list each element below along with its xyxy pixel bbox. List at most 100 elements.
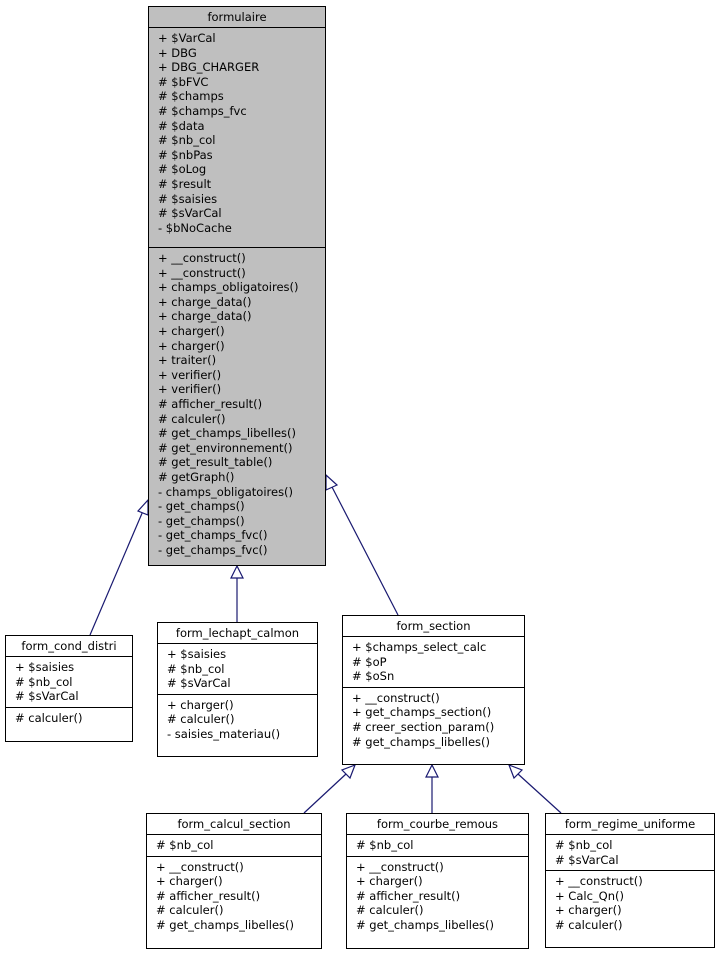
class-name: form_section — [343, 616, 524, 637]
class-formulaire[interactable]: formulaire + $VarCal+ DBG+ DBG_CHARGER# … — [148, 6, 326, 566]
method-line: + __construct() — [555, 874, 643, 889]
method-line: # get_environnement() — [158, 440, 293, 455]
attributes-section: + $saisies# $nb_col# $sVarCal — [158, 644, 317, 694]
attribute-line: # $nb_col — [555, 838, 613, 852]
attributes-section: # $nb_col# $sVarCal — [546, 835, 714, 870]
edge-section — [331, 486, 399, 616]
edge-calcul-section — [303, 773, 347, 814]
attribute-line: # $bFVC — [158, 74, 209, 89]
edge-regime-uniforme — [517, 773, 562, 814]
attribute-line: # $sVarCal — [167, 676, 231, 691]
attribute-line: + DBG — [158, 45, 197, 60]
methods-section: + __construct()+ charger()# afficher_res… — [147, 855, 321, 936]
method-line: + verifier() — [158, 367, 222, 382]
method-line: + charger() — [158, 338, 225, 353]
method-line: # calculer() — [156, 903, 224, 918]
method-line: # get_champs_libelles() — [156, 917, 295, 932]
attribute-line: + DBG_CHARGER — [158, 60, 260, 75]
method-line: - get_champs_fvc() — [158, 528, 268, 543]
attribute-line: # $data — [158, 118, 205, 133]
method-line: + charger() — [156, 874, 223, 889]
method-line: - get_champs() — [158, 499, 245, 514]
arrow-head — [425, 763, 439, 778]
class-form-lechapt-calmon[interactable]: form_lechapt_calmon + $saisies# $nb_col#… — [157, 622, 318, 757]
class-name: form_regime_uniforme — [546, 814, 714, 835]
attribute-line: # $champs — [158, 89, 224, 104]
attribute-line: # $sVarCal — [555, 852, 619, 867]
method-line: # calculer() — [15, 710, 83, 725]
attribute-line: # $nb_col — [156, 838, 214, 852]
method-line: # calculer() — [356, 903, 424, 918]
arrow-head — [325, 473, 339, 491]
attribute-line: # $nbPas — [158, 147, 213, 162]
class-form-calcul-section[interactable]: form_calcul_section # $nb_col + __constr… — [146, 813, 322, 949]
attribute-line: # $sVarCal — [15, 689, 79, 704]
attributes-section: + $VarCal+ DBG+ DBG_CHARGER# $bFVC# $cha… — [149, 28, 325, 247]
method-line: + charge_data() — [158, 294, 252, 309]
class-form-cond-distri[interactable]: form_cond_distri + $saisies# $nb_col# $s… — [5, 635, 133, 742]
method-line: + __construct() — [156, 859, 244, 874]
method-line: + traiter() — [158, 353, 217, 368]
class-name: form_cond_distri — [6, 636, 132, 657]
method-line: - get_champs() — [158, 513, 245, 528]
attribute-line: # $champs_fvc — [158, 103, 247, 118]
method-line: # get_champs_libelles() — [158, 426, 297, 441]
class-name: form_courbe_remous — [347, 814, 528, 835]
method-line: + champs_obligatoires() — [158, 280, 299, 295]
method-line: # get_champs_libelles() — [356, 917, 495, 932]
method-line: + __construct() — [356, 859, 444, 874]
method-line: + verifier() — [158, 382, 222, 397]
method-line: # afficher_result() — [158, 396, 263, 411]
attributes-section: # $nb_col — [347, 835, 528, 856]
attribute-line: - $bNoCache — [158, 220, 232, 235]
method-line: + Calc_Qn() — [555, 888, 624, 903]
attribute-line: + $champs_select_calc — [352, 640, 487, 654]
method-line: - get_champs_fvc() — [158, 542, 268, 557]
method-line: # calculer() — [555, 917, 623, 932]
method-line: # creer_section_param() — [352, 719, 495, 734]
method-line: # get_champs_libelles() — [352, 734, 491, 749]
class-name: form_calcul_section — [147, 814, 321, 835]
method-line: + __construct() — [352, 690, 440, 705]
methods-section: + __construct()+ Calc_Qn()+ charger()# c… — [546, 870, 714, 935]
method-line: # calculer() — [167, 712, 235, 727]
method-line: + get_champs_section() — [352, 705, 492, 720]
attribute-line: # $oSn — [352, 669, 395, 684]
arrow-head — [340, 763, 357, 780]
attribute-line: + $saisies — [15, 660, 75, 674]
class-form-section[interactable]: form_section + $champs_select_calc# $oP#… — [342, 615, 525, 765]
attribute-line: # $sVarCal — [158, 206, 222, 221]
attribute-line: # $result — [158, 176, 212, 191]
method-line: # afficher_result() — [356, 888, 461, 903]
attribute-line: + $saisies — [167, 647, 227, 661]
arrow-head — [507, 763, 524, 780]
methods-section: + __construct()+ __construct()+ champs_o… — [149, 247, 325, 560]
method-line: # get_result_table() — [158, 455, 273, 470]
attribute-line: # $oLog — [158, 162, 207, 177]
attributes-section: + $champs_select_calc# $oP# $oSn — [343, 637, 524, 687]
method-line: + __construct() — [158, 265, 246, 280]
attribute-line: # $saisies — [158, 191, 218, 206]
attribute-line: # $nb_col — [158, 133, 216, 148]
method-line: - champs_obligatoires() — [158, 484, 294, 499]
method-line: + charger() — [555, 903, 622, 918]
attribute-line: # $nb_col — [167, 661, 225, 676]
method-line: + charger() — [167, 697, 234, 712]
edge-cond-distri — [89, 510, 144, 636]
class-form-courbe-remous[interactable]: form_courbe_remous # $nb_col + __constru… — [346, 813, 529, 949]
arrow-head — [136, 498, 149, 516]
class-form-regime-uniforme[interactable]: form_regime_uniforme # $nb_col# $sVarCal… — [545, 813, 715, 948]
attributes-section: # $nb_col — [147, 835, 321, 856]
attribute-line: + $VarCal — [158, 31, 216, 45]
method-line: + charger() — [356, 874, 423, 889]
methods-section: + __construct()+ get_champs_section()# c… — [343, 686, 524, 752]
methods-section: + charger()# calculer()- saisies_materia… — [158, 693, 317, 745]
method-line: + __construct() — [158, 251, 246, 265]
method-line: # getGraph() — [158, 469, 235, 484]
attribute-line: # $nb_col — [15, 674, 73, 689]
method-line: # calculer() — [158, 411, 226, 426]
attribute-line: # $nb_col — [356, 838, 414, 852]
methods-section: # calculer() — [6, 706, 132, 729]
methods-section: + __construct()+ charger()# afficher_res… — [347, 855, 528, 936]
